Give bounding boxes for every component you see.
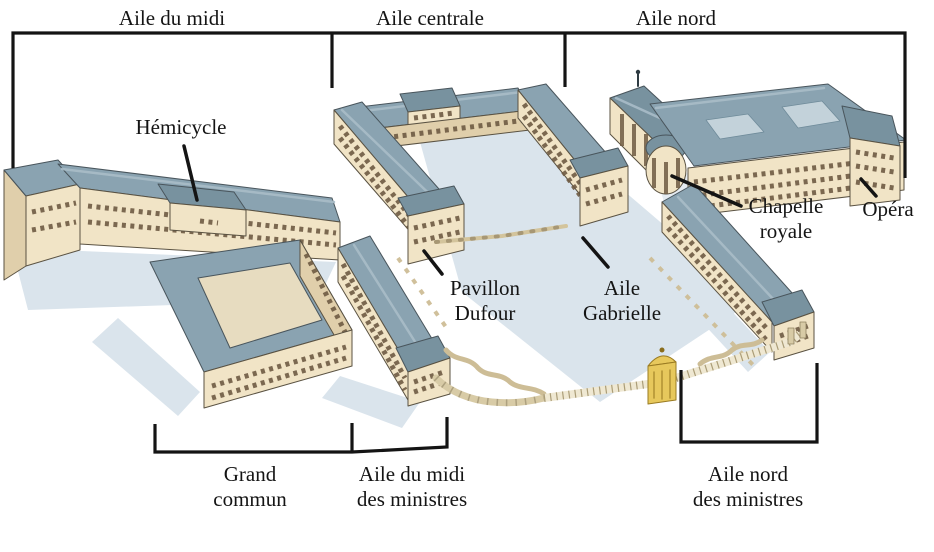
label-opera: Opéra — [862, 197, 914, 221]
label-aile-nord: Aile nord — [636, 6, 716, 30]
label-aile-gabrielle: Aile Gabrielle — [582, 276, 662, 325]
annotation-brackets — [11, 31, 907, 454]
label-hemicycle: Hémicycle — [135, 115, 227, 139]
pointer-chapelle-royale — [670, 174, 743, 208]
pointer-opera — [859, 177, 878, 198]
label-aile-du-midi: Aile du midi — [118, 6, 226, 30]
bracket-grand-commun-ministres — [153, 417, 449, 454]
pointer-lines — [182, 144, 878, 276]
label-aile-centrale: Aile centrale — [376, 6, 484, 30]
label-aile-du-midi-des-ministres: Aile du midi des ministres — [356, 462, 468, 511]
building-aile-centrale — [333, 83, 629, 265]
building-pavillon-dufour — [397, 185, 465, 265]
forecourt-fences-and-gates — [396, 256, 807, 407]
label-chapelle-royale: Chapelle royale — [748, 194, 824, 243]
label-pavillon-dufour: Pavillon Dufour — [449, 276, 520, 325]
building-opera — [841, 105, 901, 207]
bracket-top-wings — [11, 31, 907, 178]
pointer-hemicycle — [182, 144, 199, 202]
pointer-aile-gabrielle — [581, 236, 610, 269]
label-grand-commun: Grand commun — [213, 462, 287, 511]
gate-pavilion-gold — [647, 347, 677, 405]
building-grand-commun — [149, 239, 353, 409]
building-aile-du-midi — [3, 159, 341, 281]
building-aile-nord — [649, 83, 907, 217]
label-aile-nord-des-ministres: Aile nord des ministres — [692, 462, 804, 511]
pointer-pavillon-dufour — [422, 249, 444, 276]
building-aile-du-midi-des-ministres — [337, 235, 451, 407]
building-aile-gabrielle — [569, 147, 629, 227]
bracket-aile-nord-ministres — [679, 363, 819, 444]
